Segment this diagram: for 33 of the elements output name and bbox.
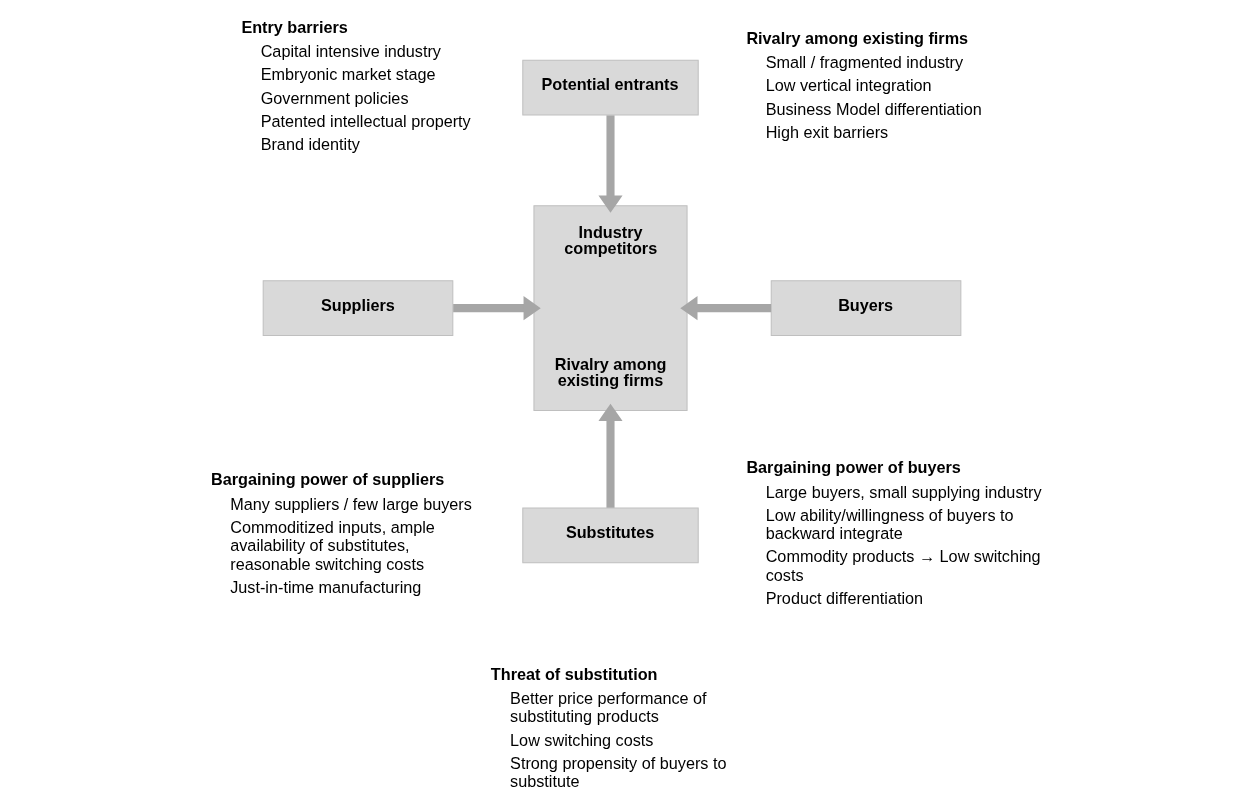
label: Rivalry among existing firms	[746, 28, 969, 47]
label: Entry barriers	[241, 17, 348, 36]
node-box: Potential entrants	[522, 59, 699, 115]
label: Commodity products → Low switching costs	[765, 546, 1041, 584]
arrow	[598, 403, 623, 508]
label: Bargaining power of suppliers	[210, 469, 445, 488]
label: Brand identity	[260, 134, 360, 153]
node-box: Suppliers	[262, 279, 454, 336]
label: Small / fragmented industry	[765, 52, 964, 71]
label: Business Model differentiation	[765, 99, 982, 118]
node-box: Industry competitors Rivalry among existing firms	[533, 204, 688, 411]
label: Government policies	[260, 88, 409, 107]
node-box: Substitutes	[522, 506, 699, 563]
label: Threat of substitution	[490, 664, 658, 683]
arrow	[598, 114, 623, 213]
label: Product differentiation	[765, 588, 924, 607]
arrow	[680, 295, 772, 320]
label: Bargaining power of buyers	[746, 457, 961, 476]
label: Strong propensity of buyers to substitute	[510, 753, 727, 790]
label: Many suppliers / few large buyers	[230, 494, 472, 513]
label: Embryonic market stage	[260, 64, 436, 83]
arrow	[453, 295, 541, 320]
label: Low vertical integration	[765, 75, 932, 94]
label: Large buyers, small supplying industry	[765, 482, 1042, 501]
label: High exit barriers	[765, 122, 889, 141]
node-box: Buyers	[770, 279, 962, 336]
label: Commoditized inputs, ample availability of substitutes, reasonable switching costs	[230, 517, 435, 573]
label: Better price performance of substituting products	[510, 688, 707, 725]
label: Just-in-time manufacturing	[230, 577, 422, 596]
label: Patented intellectual property	[260, 111, 471, 130]
label: Capital intensive industry	[260, 41, 441, 60]
label: Low ability/willingness of buyers to backward integrate	[765, 505, 1014, 542]
label: Low switching costs	[510, 730, 654, 748]
